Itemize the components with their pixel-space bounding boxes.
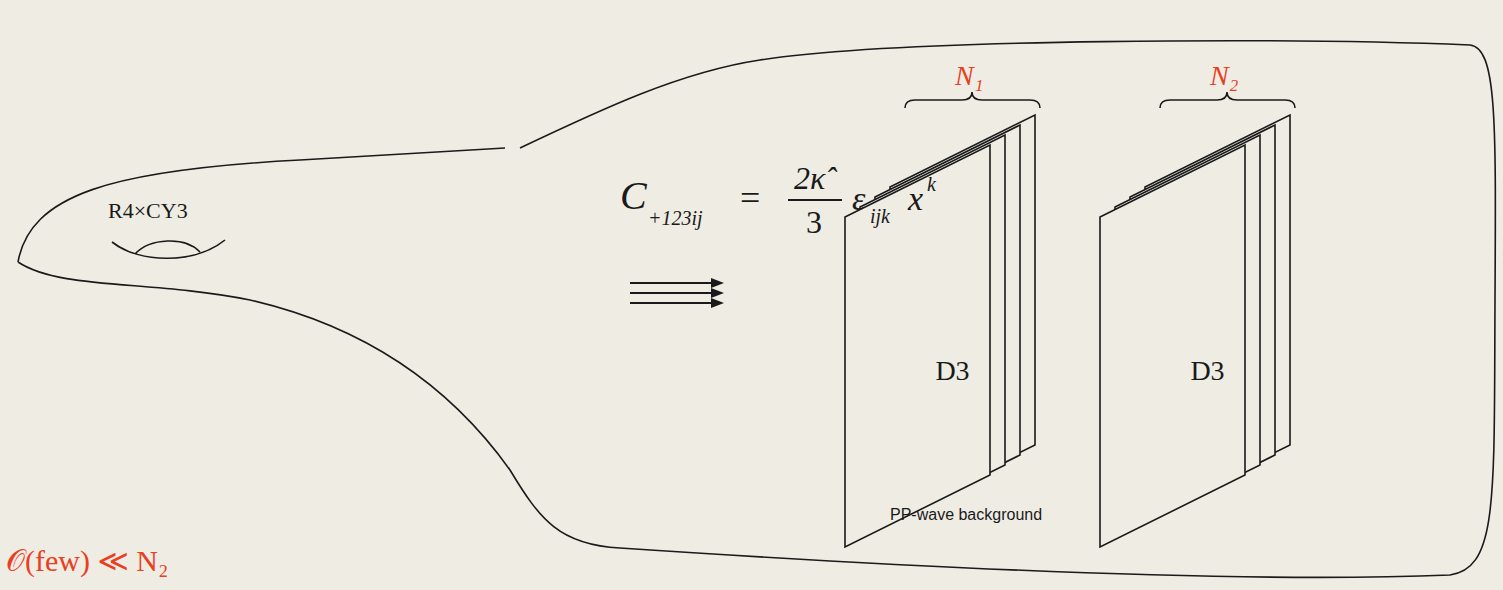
scale-note: 𝒪(few) ≪ N₂ xyxy=(6,546,168,576)
brane-name: D3 xyxy=(1190,357,1224,385)
formula-superscript: k xyxy=(927,174,936,194)
formula-subscript: ijk xyxy=(870,206,890,226)
spacetime-outline xyxy=(18,41,1495,577)
formula-numerator: 2κ̂ xyxy=(794,162,825,194)
formula-symbol: x xyxy=(908,182,923,216)
space-label: R4×CY3 xyxy=(108,200,188,222)
background-label: PP-wave background xyxy=(890,507,1042,523)
brane-name: D3 xyxy=(935,357,969,385)
formula-denominator: 3 xyxy=(806,206,822,238)
formula-equals: = xyxy=(740,180,760,216)
handle-symbol xyxy=(112,240,225,258)
brane-plane: D3 xyxy=(1100,145,1245,547)
fraction-bar xyxy=(788,199,842,201)
plane-outline xyxy=(1100,145,1245,547)
wave-arrows xyxy=(630,278,724,308)
brane-count: N₁ xyxy=(955,62,983,90)
formula-symbol: C xyxy=(620,176,647,216)
formula-symbol: ε xyxy=(852,182,865,216)
plane-outline xyxy=(845,145,990,547)
formula-subscript: +123ij xyxy=(648,208,703,228)
brane-count: N₂ xyxy=(1210,62,1238,90)
stack-brace xyxy=(905,92,1295,108)
plane-outline xyxy=(1100,145,1245,547)
